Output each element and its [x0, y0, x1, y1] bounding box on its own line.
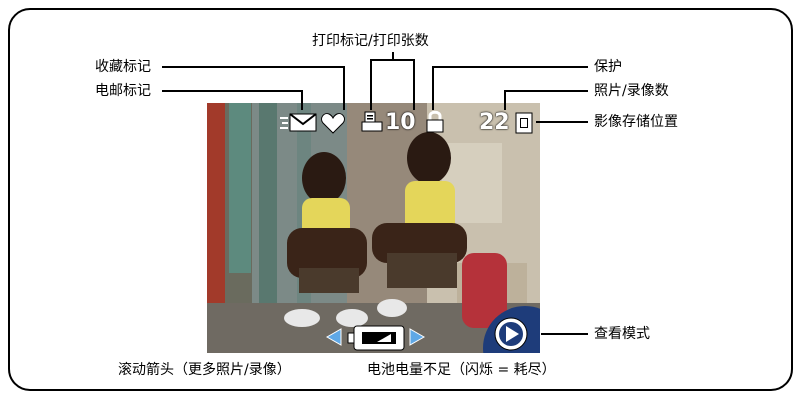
battery-icon — [347, 325, 405, 351]
label-print-mark: 打印标记/打印张数 — [312, 33, 429, 49]
diagram-frame — [8, 8, 793, 391]
label-view-mode: 查看模式 — [594, 326, 650, 342]
label-protect: 保护 — [594, 59, 622, 75]
label-favorite-mark: 收藏标记 — [95, 59, 151, 75]
print-count: 10 — [385, 110, 416, 135]
leader-email — [162, 90, 302, 92]
leader-favorite-down — [343, 66, 345, 110]
leader-print-stem — [392, 52, 394, 60]
leader-count-down — [504, 90, 506, 110]
label-battery-low: 电池电量不足（闪烁 = 耗尽） — [367, 362, 556, 378]
heart-icon — [321, 113, 345, 134]
scroll-right-arrow-icon — [409, 328, 426, 346]
camera-lcd-screen: 10 22 — [207, 103, 540, 353]
leader-storage — [536, 121, 588, 123]
label-email-mark: 电邮标记 — [95, 83, 151, 99]
memory-card-icon — [515, 112, 533, 134]
photo-count: 22 — [479, 110, 510, 135]
leader-protect — [432, 66, 588, 68]
play-icon — [506, 326, 519, 342]
leader-count — [504, 90, 588, 92]
scroll-left-arrow-icon — [325, 328, 342, 346]
label-scroll-arrows: 滚动箭头（更多照片/录像） — [118, 362, 291, 378]
view-mode-badge — [483, 306, 540, 353]
leader-print-bracket — [370, 59, 414, 61]
leader-favorite — [162, 66, 344, 68]
leader-print-left — [370, 59, 372, 110]
leader-protect-down — [432, 66, 434, 110]
email-icon — [280, 113, 317, 132]
leader-view-mode — [541, 333, 588, 335]
label-photo-video-count: 照片/录像数 — [594, 83, 669, 99]
print-icon — [361, 111, 383, 132]
leader-print-right — [413, 59, 415, 110]
label-image-storage: 影像存储位置 — [594, 114, 678, 130]
leader-email-down — [301, 90, 303, 110]
lock-icon — [426, 110, 444, 133]
